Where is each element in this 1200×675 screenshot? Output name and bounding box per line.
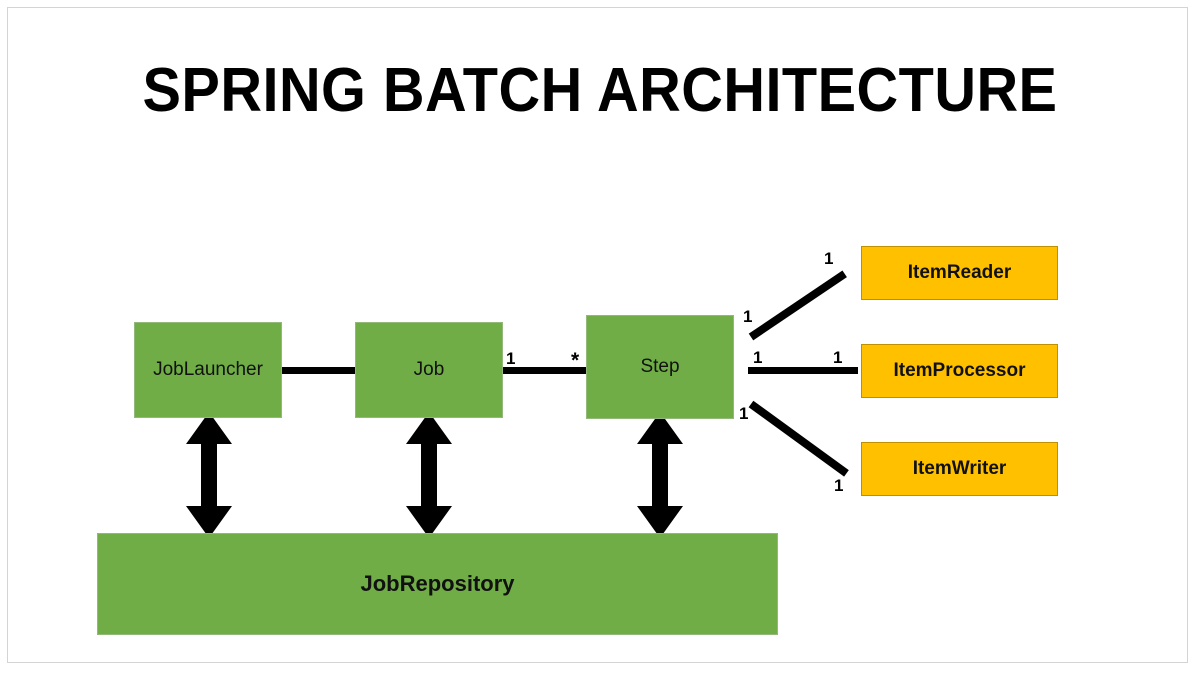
node-itemwriter-label: ItemWriter: [912, 458, 1007, 479]
arrow-step-jobrepository: [637, 412, 683, 538]
node-itemreader[interactable]: ItemReader: [861, 246, 1058, 300]
page-title: SPRING BATCH ARCHITECTURE: [142, 56, 1058, 125]
connector-joblauncher-job: [281, 367, 357, 374]
multiplicity-step-itemwriter-near: 1: [739, 404, 749, 423]
node-itemprocessor[interactable]: ItemProcessor: [861, 344, 1058, 398]
node-itemprocessor-label: ItemProcessor: [893, 360, 1026, 381]
multiplicity-job-step-left: 1: [506, 349, 516, 368]
multiplicity-step-itemprocessor-far: 1: [833, 348, 843, 367]
arrow-joblauncher-jobrepository: [186, 412, 232, 538]
node-jobrepository[interactable]: JobRepository: [97, 533, 778, 635]
multiplicity-step-itemreader-near: 1: [743, 307, 753, 326]
connector-step-itemprocessor: [748, 367, 858, 374]
node-itemwriter[interactable]: ItemWriter: [861, 442, 1058, 496]
connector-job-step: [503, 367, 590, 374]
multiplicity-step-itemwriter-far: 1: [834, 476, 844, 495]
node-step-label: Step: [640, 356, 680, 377]
multiplicity-step-itemprocessor-near: 1: [753, 348, 763, 367]
multiplicity-job-step-right: *: [571, 349, 580, 372]
node-joblauncher-label: JobLauncher: [153, 359, 263, 380]
node-job-label: Job: [413, 359, 445, 380]
node-joblauncher[interactable]: JobLauncher: [134, 322, 282, 418]
multiplicity-step-itemreader-far: 1: [824, 249, 834, 268]
arrow-job-jobrepository: [406, 412, 452, 538]
node-jobrepository-label: JobRepository: [360, 571, 515, 596]
node-itemreader-label: ItemReader: [907, 262, 1012, 283]
node-step[interactable]: Step: [586, 315, 734, 419]
node-job[interactable]: Job: [355, 322, 503, 418]
